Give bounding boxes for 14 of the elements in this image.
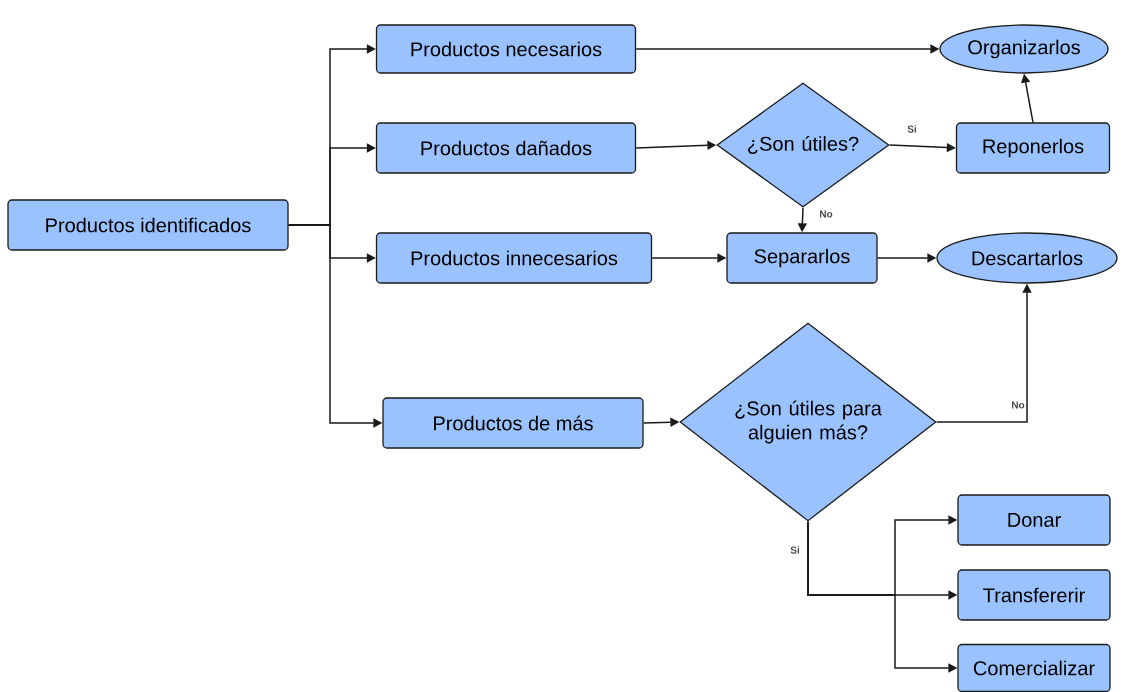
process-box: Productos innecesarios (375, 232, 653, 284)
process-box: Transfererir (957, 569, 1111, 621)
edge-label: No (818, 209, 834, 219)
process-box: Comercializar (957, 643, 1111, 692)
process-box: Productos dañados (375, 122, 637, 174)
process-box: Donar (957, 494, 1111, 546)
process-box: Productos de más (382, 397, 644, 449)
process-box: Productos necesarios (375, 24, 637, 74)
process-box: Productos identificados (7, 199, 289, 251)
edge-label: No (1010, 400, 1026, 410)
edge-label: Si (789, 545, 801, 555)
process-box: Reponerlos (955, 122, 1111, 174)
edge-label: Si (906, 124, 918, 134)
process-box: Separarlos (726, 232, 878, 284)
